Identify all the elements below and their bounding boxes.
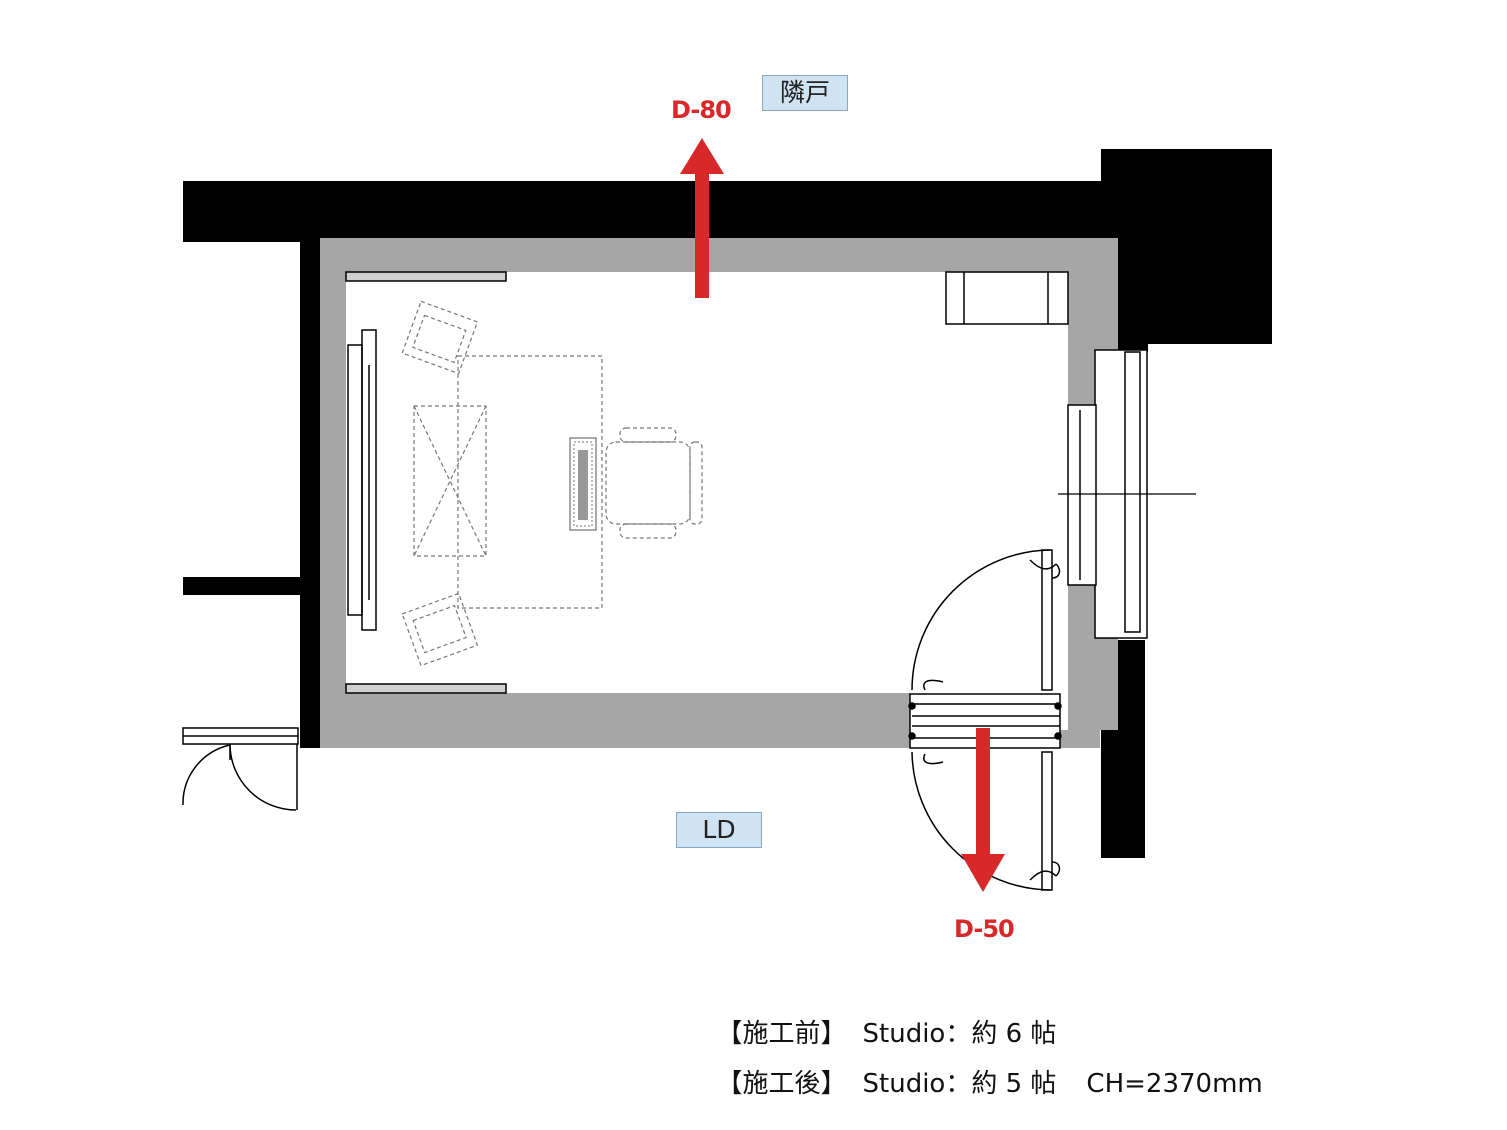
cabinet [945, 271, 1069, 325]
living-room-label: LD [676, 812, 762, 848]
entrance-doors [908, 549, 1062, 891]
top-measurement-label: D-80 [671, 96, 732, 124]
ld-door [182, 727, 299, 811]
note-before: 【施工前】 Studio：約 6 帖 [700, 983, 1057, 1050]
note-after-label: 【施工後】 [716, 1069, 847, 1099]
bottom-measurement-label: D-50 [954, 915, 1015, 943]
furniture-dashed [401, 300, 703, 667]
measurement-arrows [680, 138, 1005, 892]
ceiling-height: CH=2370mm [1086, 1069, 1263, 1099]
note-before-text: Studio：約 6 帖 [862, 1019, 1057, 1049]
keyboard [569, 437, 597, 531]
note-before-label: 【施工前】 [716, 1019, 847, 1049]
left-panel [347, 329, 377, 631]
neighbor-room-label: 隣戸 [762, 75, 848, 111]
note-after: 【施工後】 Studio：約 5 帖 CH=2370mm [700, 1033, 1263, 1100]
window-sills [345, 271, 507, 694]
note-after-text: Studio：約 5 帖 [862, 1069, 1057, 1099]
arrow-up [695, 172, 709, 298]
arrow-down [976, 728, 990, 856]
right-door [1058, 349, 1196, 639]
room-floor [346, 272, 1068, 693]
